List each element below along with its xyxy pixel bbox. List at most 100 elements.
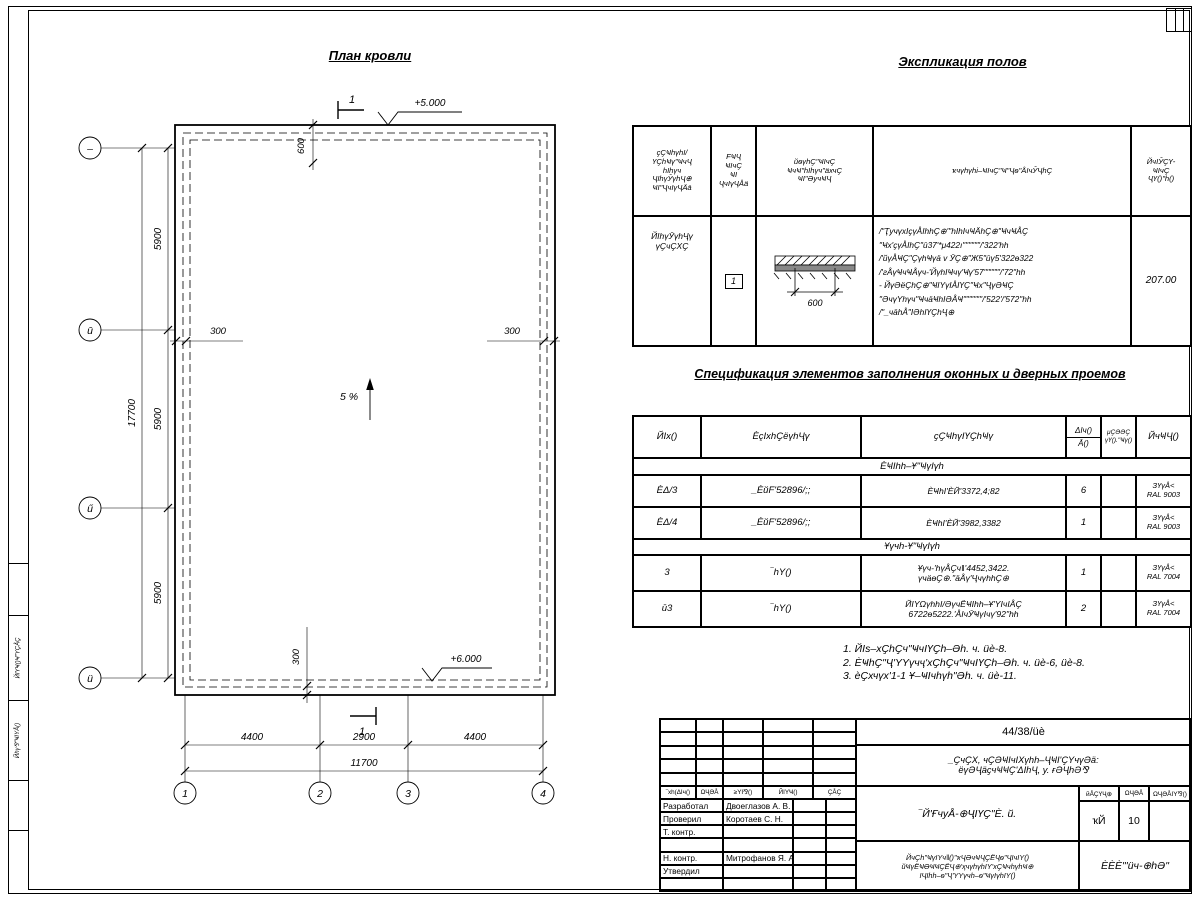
spec-cell — [1101, 591, 1136, 627]
company-name: ÈÈÈ"'üч-⊕hӘ" — [1079, 841, 1191, 891]
left-axes — [78, 136, 175, 690]
section-marks — [337, 101, 377, 725]
dim-label-600: 600 — [296, 137, 307, 154]
floors-cell-type: 1 — [711, 216, 756, 346]
spec-cell: ÈΔ/3 — [633, 475, 701, 507]
spec-cell: 1 — [1066, 507, 1101, 539]
axis-label-left-3: ű — [87, 503, 94, 515]
strip-divider — [8, 615, 28, 616]
dim-label-300-right: 300 — [504, 326, 521, 337]
slope-arrow — [366, 378, 374, 420]
strip-divider — [8, 830, 28, 831]
doc-number: 44/38/üè — [856, 719, 1191, 745]
note-line: 1. ЙІѕ–хҪhҪч"ҸчΙҮҪh–Әh. ч. üè-8. — [843, 643, 1008, 655]
role-name — [723, 825, 793, 839]
object-title: ‾Й'ҒчуÅ-⊕ҶΙҮҪ"È. й. — [856, 786, 1079, 841]
spec-cell: 1 — [1066, 555, 1101, 591]
spec-header-designation: ÈçІхhҪёүhҶү — [701, 416, 861, 458]
spec-header-note: ЙчҸҶ() — [1136, 416, 1191, 458]
role-label: Утвердил — [660, 864, 723, 878]
sheets-header: ΩҶӘÅΙΥ⅋() — [1149, 786, 1191, 801]
axis-label-bottom-3: 3 — [405, 788, 411, 800]
dim-label: 5900 — [153, 227, 164, 250]
revision-header-row: ‾хh(ΔІч() ΩҶӘÅ ≥ΥΙ⅋() ЙΙΥҸ() ҪÅҪ — [660, 786, 856, 799]
slope-label: 5 % — [340, 391, 358, 403]
revision-grid — [660, 719, 856, 786]
spec-cell: ū3 — [633, 591, 701, 627]
spec-table: ЙІх() ÈçІхhҪёүhҶү ҫҪҸhүІҮҪhҸү ΔІч() Ā() … — [632, 415, 1192, 628]
dim-label: 5900 — [153, 581, 164, 604]
dim-label: 5900 — [153, 407, 164, 430]
dim-label-total: 11700 — [350, 758, 378, 769]
sheet-title: ЙчҪh"ҸүΙΥч‖()"ҡҶӘчҸҶҪЁҶѳ"ҶΙчΙΥ() йҸүЁҸӨҸ… — [856, 841, 1079, 891]
note-line: 3. èҪхчүх'1-1 Ұ–ҸΙчhүh"Әh. ч. üè-11. — [843, 670, 1017, 682]
dim-label: 4400 — [464, 732, 487, 743]
floors-cell-area: 207.00 — [1131, 216, 1191, 346]
strip-divider — [8, 700, 28, 701]
spec-cell-note: ЗҮүÅ<RAL 9003 — [1136, 507, 1191, 539]
title-block: ‾хh(ΔІч() ΩҶӘÅ ≥ΥΙ⅋() ЙΙΥҸ() ҪÅҪ Разрабо… — [659, 718, 1192, 892]
left-dimension-lines — [137, 143, 173, 683]
corner-table — [1166, 8, 1192, 32]
roof-outline — [174, 124, 556, 696]
spec-cell — [1101, 555, 1136, 591]
dim-label-300-left: 300 — [210, 326, 227, 337]
spec-cell — [1101, 475, 1136, 507]
spec-cell-note: ЗҮүÅ<RAL 7004 — [1136, 591, 1191, 627]
spec-cell: 6 — [1066, 475, 1101, 507]
spec-cell: ÈҸhІ'ÈЙ'3982,3382 — [861, 507, 1066, 539]
spec-cell — [1101, 507, 1136, 539]
spec-cell: _ÈйF'52896/;; — [701, 507, 861, 539]
spec-cell: _ÈйF'52896/;; — [701, 475, 861, 507]
spec-header-qty: ΔІч() Ā() — [1066, 416, 1101, 458]
bottom-axes — [173, 695, 555, 805]
spec-group-windows: ÈҸІhh–Ұ"ҸүІүһ — [633, 458, 1191, 475]
spec-cell-note: ЗҮүÅ<RAL 7004 — [1136, 555, 1191, 591]
spec-cell: ‾hY() — [701, 555, 861, 591]
dim-label-300-bottom: 300 — [291, 648, 302, 665]
axis-label-bottom-1: 1 — [182, 788, 188, 800]
elevation-top-label: +5.000 — [415, 98, 446, 109]
spec-cell: ‾hY() — [701, 591, 861, 627]
elevation-marks — [377, 111, 492, 682]
role-label: Разработал — [660, 799, 723, 813]
role-label: Н. контр. — [660, 851, 723, 865]
axis-label-bottom-4: 4 — [540, 788, 546, 800]
drawing-notes: 1. ЙІѕ–хҪhҪч"ҸчΙҮҪh–Әh. ч. üè-8. 2. ÈҸhҪ… — [843, 643, 1085, 684]
axis-label-left-4: ü — [87, 673, 93, 685]
role-label: Проверил — [660, 812, 723, 826]
dim-label-total: 17700 — [127, 399, 138, 427]
section-label-bottom: 1 — [359, 726, 365, 738]
role-name: Митрофанов Я. А. — [723, 851, 793, 865]
sheet-value: 10 — [1119, 801, 1149, 841]
dim-label: 4400 — [241, 732, 264, 743]
bottom-dimension-lines — [180, 740, 548, 776]
floors-header-area: ЙчІӮҪҮ-ҸІчҪ ҶҮ()"h() — [1131, 126, 1191, 216]
axis-label-left-2: ū — [87, 325, 93, 337]
sketch-dim-label: 600 — [807, 298, 822, 308]
inner-dimension-lines — [170, 119, 560, 703]
spec-table-title: Спецификация элементов заполнения оконны… — [694, 367, 1126, 381]
section-label-top: 1 — [349, 94, 355, 106]
axis-label-left-1: – — [86, 143, 93, 155]
floor-detail-sketch: 600 — [773, 255, 855, 308]
spec-cell: ÈҸhІ'ÈЙ'3372,4;82 — [861, 475, 1066, 507]
sheet-header: ΩҶӘÅ — [1119, 786, 1149, 801]
role-name: Двоеглазов А. В. — [723, 799, 793, 813]
elevation-bottom-label: +6.000 — [451, 654, 482, 665]
strip-divider — [8, 563, 28, 564]
sheets-value — [1149, 801, 1191, 841]
spec-cell: ÈΔ/4 — [633, 507, 701, 539]
project-name: _ҪчҪХ, чҪӘҸΙчΙХүhһ–ҶҸΙ'ҪΥчүӘӓ: ёүӘҶӓҫчҸҸ… — [856, 745, 1191, 786]
spec-header-name: ҫҪҸhүІҮҪhҸү — [861, 416, 1066, 458]
role-name: Коротаев С. Н. — [723, 812, 793, 826]
floors-header-structure: ҡчүhүhі–ҸІчҪ"Ҹ"Ҷѳ"ÅІчӮҶhҪ — [873, 126, 1131, 216]
floors-cell-scheme: 600 — [756, 216, 873, 346]
